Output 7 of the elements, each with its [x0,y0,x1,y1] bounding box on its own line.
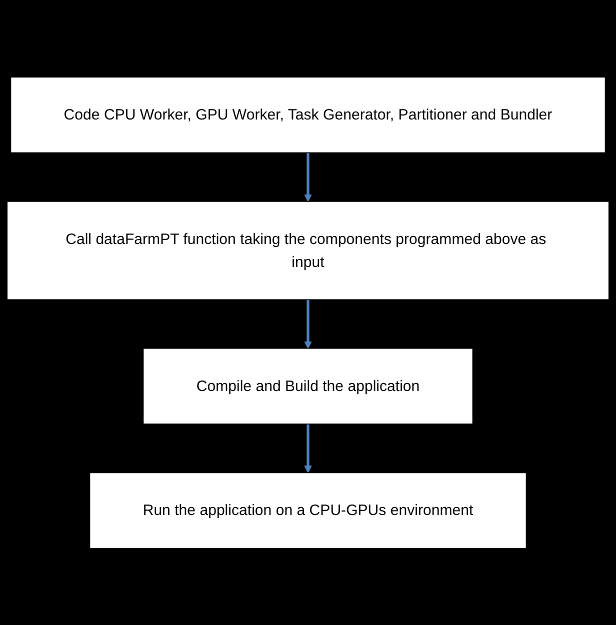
node-box: Call dataFarmPT function taking the components programmed above as input [6,200,610,300]
node-box: Compile and Build the application [142,348,474,424]
node-box: Code CPU Worker, GPU Worker, Task Generator, Partitioner and Bundler [10,76,606,153]
arrow [304,299,312,348]
arrow [304,424,312,473]
arrow [304,152,312,202]
node-box: Run the application on a CPU-GPUs environment [89,472,527,549]
